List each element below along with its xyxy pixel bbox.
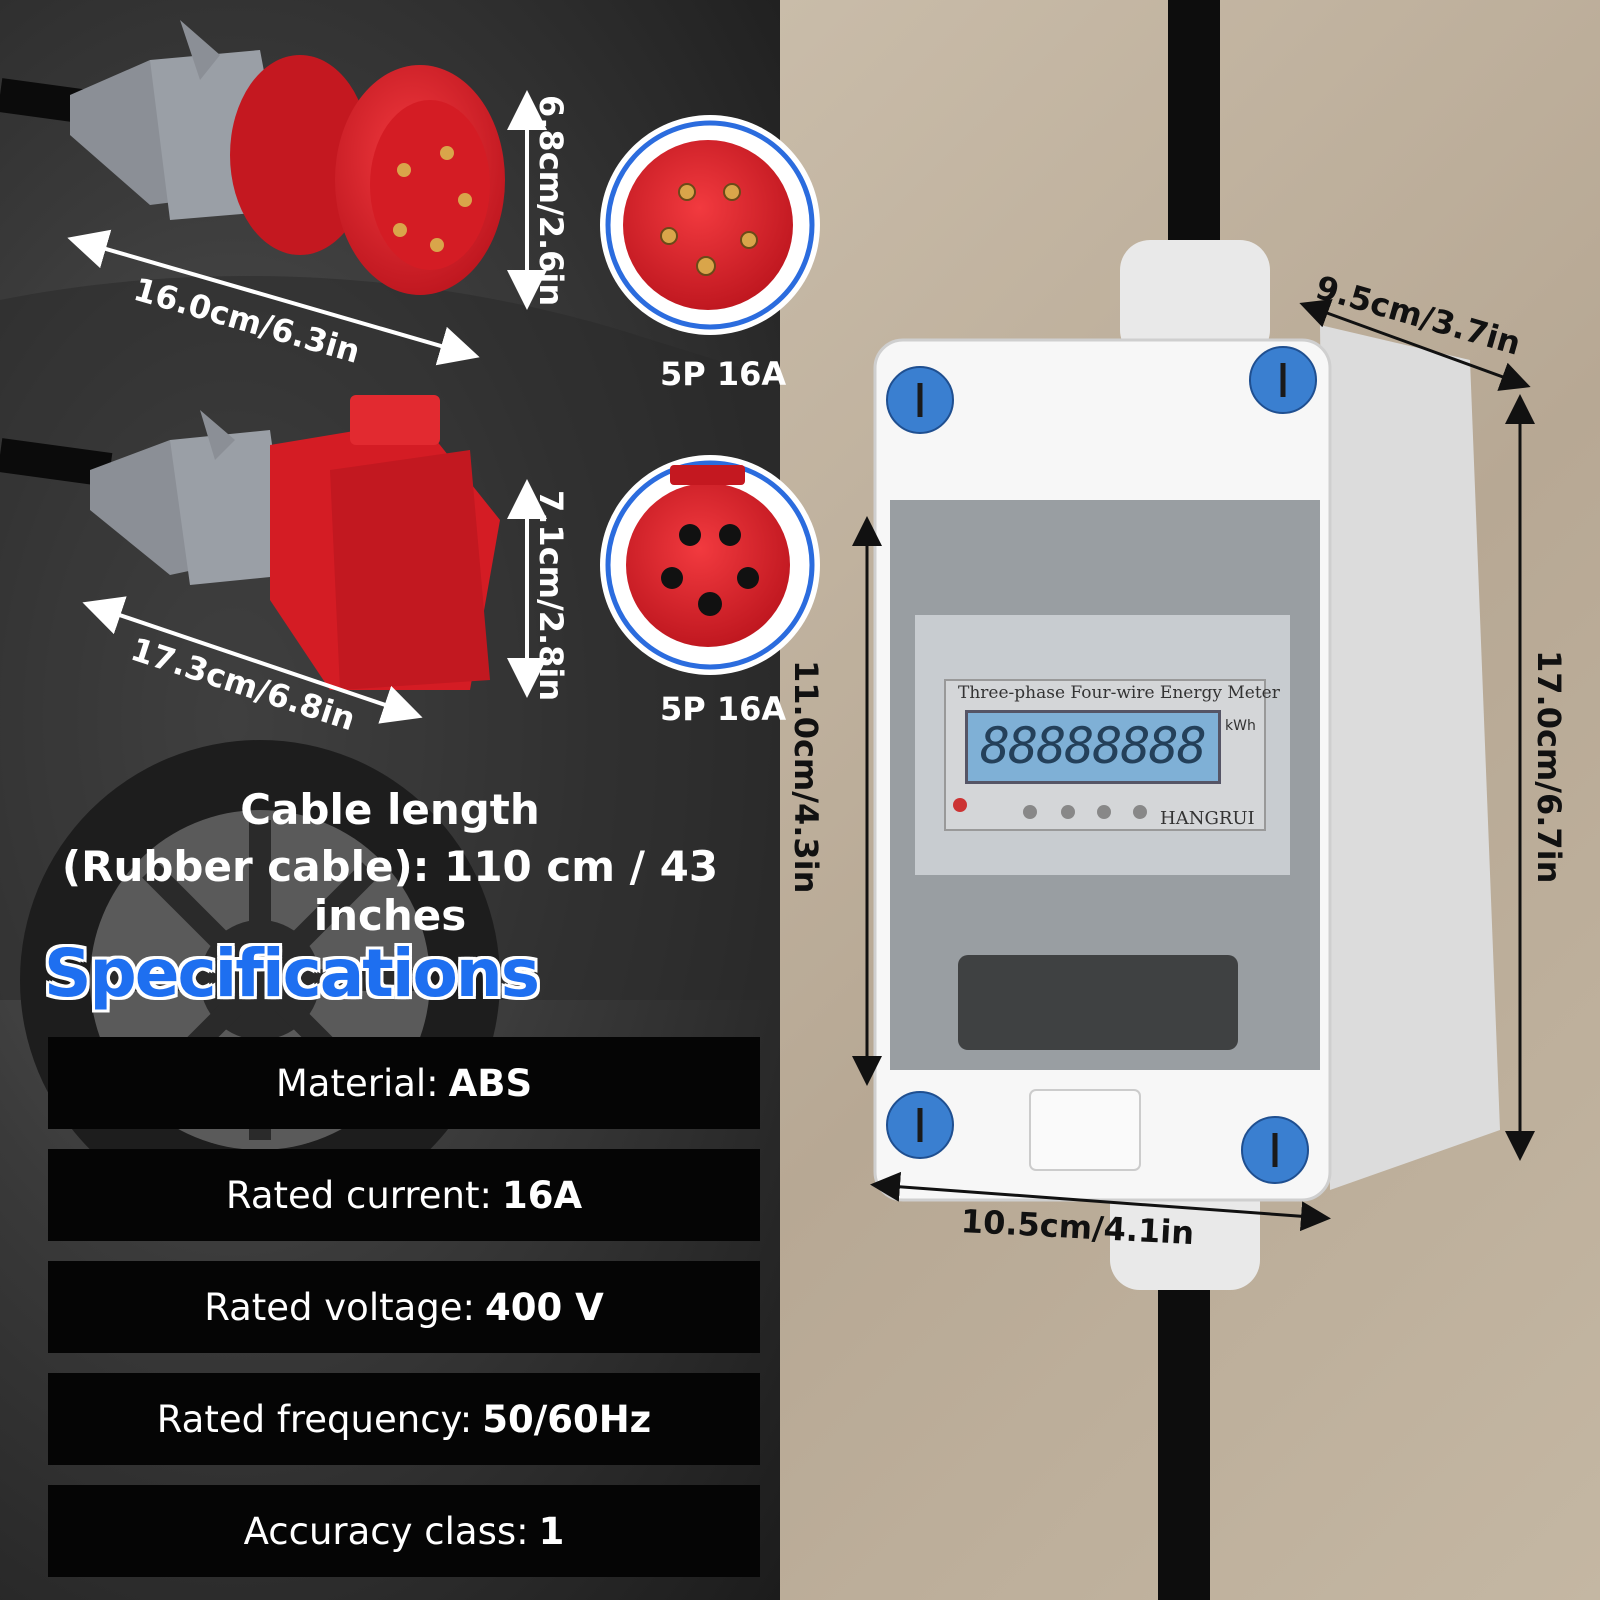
meter-title: Three-phase Four-wire Energy Meter <box>958 683 1280 703</box>
window-height-label: 11.0cm/4.3in <box>787 660 825 894</box>
spec-value: 1 <box>538 1509 565 1553</box>
plug-front-view <box>600 115 820 335</box>
socket-type-label: 5P 16A <box>660 690 787 728</box>
spec-row-rated-voltage: Rated voltage: 400 V <box>48 1261 760 1353</box>
specifications-title: Specifications <box>44 935 540 1012</box>
meter-display-digits: 88888888 <box>980 717 1207 775</box>
spec-label: Material: <box>275 1061 439 1105</box>
cable-top <box>1168 0 1220 260</box>
spec-label: Rated frequency: <box>156 1397 473 1441</box>
meter-brand: HANGRUI <box>1160 808 1255 829</box>
spec-value: 16A <box>501 1173 583 1217</box>
cee-plug <box>70 20 505 295</box>
plug-height-label: 6.8cm/2.6in <box>532 95 570 307</box>
spec-label: Accuracy class: <box>243 1509 529 1553</box>
cable-length-heading: Cable length <box>240 785 540 834</box>
spec-value: 50/60Hz <box>482 1397 652 1441</box>
spec-label: Rated current: <box>225 1173 492 1217</box>
socket-front-view <box>600 455 820 675</box>
socket-height-label: 7.1cm/2.8in <box>532 490 570 702</box>
cable-bottom <box>1158 1270 1210 1600</box>
meter-display: 88888888 <box>965 710 1221 784</box>
spec-value: 400 V <box>485 1285 604 1329</box>
box-height-label: 17.0cm/6.7in <box>1530 650 1568 884</box>
plug-type-label: 5P 16A <box>660 355 787 393</box>
spec-row-rated-current: Rated current: 16A <box>48 1149 760 1241</box>
spec-label: Rated voltage: <box>204 1285 476 1329</box>
socket-length-arrow <box>82 596 423 724</box>
spec-row-accuracy-class: Accuracy class: 1 <box>48 1485 760 1577</box>
box-width-arrow <box>870 1171 1331 1232</box>
box-depth-arrow <box>1299 299 1531 391</box>
cable-gland-top <box>1120 240 1270 360</box>
spec-row-rated-frequency: Rated frequency: 50/60Hz <box>48 1373 760 1465</box>
cable-length-detail: (Rubber cable): 110 cm / 43 inches <box>61 842 719 940</box>
plug-length-arrow <box>67 229 480 366</box>
cover-latch <box>958 955 1238 1050</box>
spec-row-material: Material: ABS <box>48 1037 760 1129</box>
spec-value: ABS <box>448 1061 533 1105</box>
meter-unit: kWh <box>1225 718 1256 734</box>
